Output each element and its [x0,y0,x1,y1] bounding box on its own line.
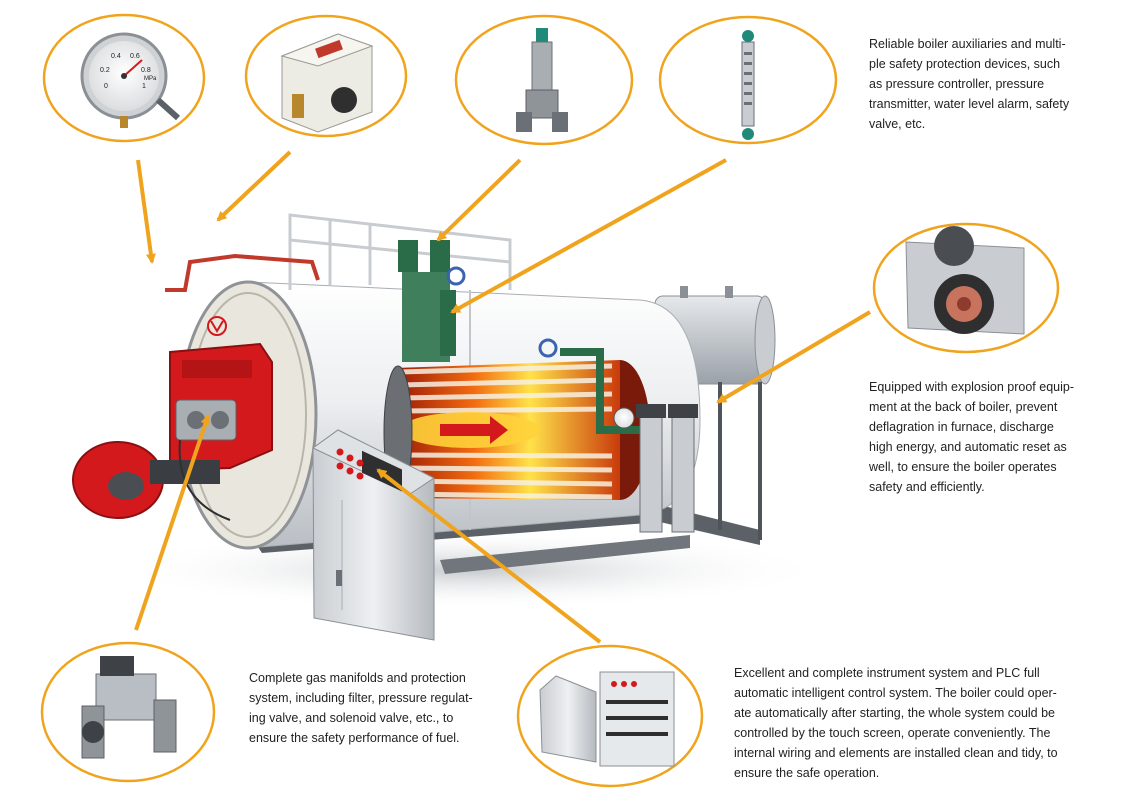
explosion-proof-description: Equipped with explosion proof equip- men… [869,380,1074,494]
gauge-scale-0-2: 0.2 [100,67,110,74]
furnace-cutaway [383,360,650,500]
callout-water-level-gauge [658,15,838,145]
flame-arrow-icon [440,416,508,444]
callout-arrows [134,150,872,644]
gauge-scale-1: 1 [142,83,146,90]
pump-group [613,404,698,533]
brand-logo-icon [207,316,227,336]
arrow-explosion-door [716,310,872,404]
boiler-assembly [72,213,830,641]
arrow-control-cabinet [376,468,602,644]
callout-safety-valve [454,14,634,146]
arrow-controller [216,150,292,222]
callout-control-cabinet [516,644,704,788]
arrow-gas-train [134,414,211,631]
arrow-gauge [136,159,156,264]
callout-explosion-door [872,222,1060,354]
gas-manifolds-description: Complete gas manifolds and protection sy… [249,671,473,745]
gauge-scale-0-4: 0.4 [111,53,121,60]
arrow-level-gauge [450,158,727,314]
callout-pressure-controller [244,14,408,138]
gauge-scale-0: 0 [104,83,108,90]
control-cabinet [312,429,435,641]
gauge-scale-0-8: 0.8 [141,67,151,74]
steam-pipe [165,253,320,292]
safety-devices-description: Reliable boiler auxiliaries and multi- p… [869,37,1070,131]
gauge-unit: MPa [144,76,157,82]
callout-gas-train [40,641,216,783]
callout-pressure-gauge: 0.2 0.4 0.6 0.8 0 1 MPa [42,13,206,143]
gas-burner [72,342,273,521]
control-system-description: Excellent and complete instrument system… [734,666,1058,780]
gauge-scale-0-6: 0.6 [130,53,140,60]
arrow-safety-valve [436,158,522,242]
